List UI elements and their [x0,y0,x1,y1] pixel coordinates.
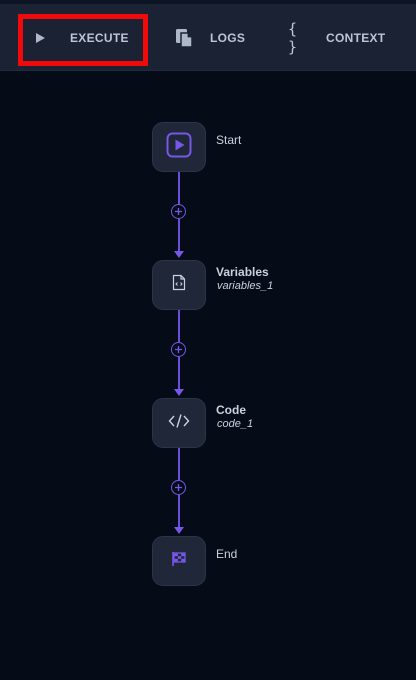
node-start[interactable] [152,122,206,172]
node-code-title: Code [216,403,246,417]
code-icon [168,413,190,434]
top-strip [0,0,416,4]
edge-line [178,219,180,251]
context-label: CONTEXT [326,30,386,45]
plus-icon [175,208,182,215]
logs-button[interactable]: LOGS [174,4,254,71]
logs-label: LOGS [210,30,246,45]
braces-icon: { } [288,19,299,56]
add-step-button[interactable] [171,342,186,357]
play-icon [30,32,50,44]
edge-line [178,310,180,342]
add-step-button[interactable] [171,204,186,219]
edge-arrow [174,251,184,258]
edge-line [178,495,180,527]
add-step-button[interactable] [171,480,186,495]
node-variables-subtitle: variables_1 [217,280,274,292]
edge-arrow [174,527,184,534]
execute-label: EXECUTE [70,30,129,45]
edge-line [178,357,180,389]
node-code[interactable] [152,398,206,448]
edge-line [178,448,180,480]
file-code-icon [172,274,186,296]
documents-icon [174,28,194,48]
node-code-subtitle: code_1 [217,418,254,430]
node-variables-title: Variables [216,265,269,279]
edge-line [178,172,180,204]
node-end-title: End [216,547,238,561]
node-start-title: Start [216,133,242,147]
node-variables[interactable] [152,260,206,310]
node-end[interactable] [152,536,206,586]
flag-icon [171,551,187,572]
edge-arrow [174,389,184,396]
context-button[interactable]: { } CONTEXT [288,4,398,71]
plus-icon [175,484,182,491]
plus-icon [175,346,182,353]
execute-button[interactable]: EXECUTE [30,4,140,71]
play-icon [166,132,192,163]
